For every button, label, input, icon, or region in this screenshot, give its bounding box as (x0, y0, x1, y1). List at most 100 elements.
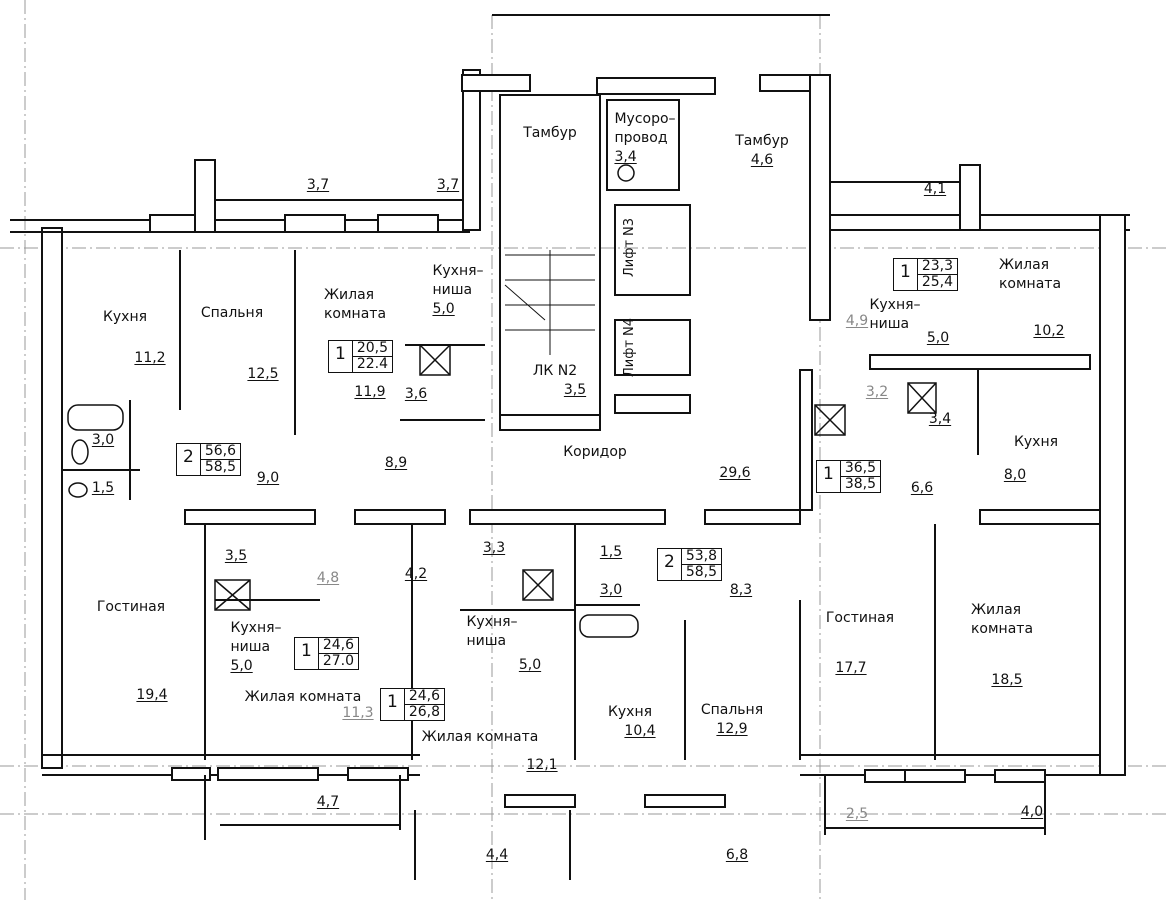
room-living-room-area: 19,4 (136, 686, 167, 705)
apartment-living-area: 36,5 (840, 461, 880, 477)
balcony-area: 3,7 (307, 176, 329, 195)
room-area: 3,6 (404, 386, 428, 402)
room-hall: 9,0 (257, 469, 279, 488)
apartment-living-area: 20,5 (352, 341, 392, 357)
room-living-area: 12,1 (526, 756, 557, 775)
room-living-area: 11,3 (342, 704, 373, 723)
room-bedroom-area: 12,5 (247, 365, 278, 384)
apartment-living-area: 24,6 (318, 638, 358, 654)
room-bedroom: Спальня (201, 304, 263, 323)
room-area: 5,0 (518, 657, 542, 673)
balcony-area-value: 4,4 (485, 847, 509, 863)
room-area: 3,5 (563, 382, 587, 398)
room-area: 9,0 (256, 470, 280, 486)
apartment-total-area: 58,5 (204, 459, 236, 475)
room-name: Жилая комната (323, 287, 387, 322)
room-name: Жилая комната (421, 729, 539, 745)
room-area: 3,2 (865, 384, 889, 400)
balcony-area-value: 4,0 (1020, 804, 1044, 820)
balcony-area: 2,5 (846, 805, 868, 824)
apartment-living-area: 24,6 (404, 689, 444, 705)
room-area: 4,8 (316, 570, 340, 586)
room-area: 1,5 (599, 544, 623, 560)
room-hall: 4,2 (405, 565, 427, 584)
room-living: Жилая комната (999, 256, 1061, 294)
room-living-area: 18,5 (991, 671, 1022, 690)
room-area: 18,5 (991, 672, 1023, 688)
room-area: 11,2 (134, 350, 166, 366)
room-living-room: Гостиная (97, 598, 165, 617)
apartment-total-area: 26,8 (408, 704, 440, 720)
room-area: 1,5 (91, 480, 115, 496)
room-kitchen-niche-area: 5,0 (519, 656, 541, 675)
balcony-area-value: 6,8 (725, 847, 749, 863)
room-area: 3,4 (928, 411, 952, 427)
lift-3-label: Лифт N3 (622, 217, 638, 278)
room-wc: 1,5 (600, 543, 622, 562)
room-area: 4,2 (404, 566, 428, 582)
balcony-area-value: 4,7 (316, 794, 340, 810)
room-living: Жилая комната (324, 286, 386, 324)
room-hall: 4,8 (317, 569, 339, 588)
room-living-room-area: 17,7 (835, 659, 866, 678)
room-area: 17,7 (835, 660, 867, 676)
room-area: 5,0 (432, 301, 455, 317)
balcony-area: 4,1 (924, 180, 946, 199)
room-area: 4,9 (845, 313, 869, 329)
room-bath: 3,0 (600, 581, 622, 600)
room-stairwell: ЛК N2 3,5 (524, 362, 586, 400)
room-area: 19,4 (136, 687, 168, 703)
room-name: Кухня (1013, 434, 1059, 450)
room-living-room: Гостиная (826, 609, 894, 628)
room-name: ЛК N2 (532, 363, 578, 379)
room-area: 6,6 (910, 480, 934, 496)
room-name: Кухня– ниша (466, 614, 518, 649)
apartment-total-area: 25,4 (921, 274, 953, 290)
room-area: 8,3 (729, 582, 753, 598)
apartment-rooms: 1 (295, 638, 319, 669)
balcony-area: 4,0 (1021, 803, 1043, 822)
room-area: 10,2 (1033, 323, 1065, 339)
room-name: Спальня (700, 702, 764, 718)
apartment-rooms: 1 (894, 259, 918, 290)
room-name: Кухня– ниша (869, 297, 921, 332)
apartment-living-area: 53,8 (681, 549, 721, 565)
room-name: Кухня– ниша (230, 620, 282, 655)
room-kitchen-area: 11,2 (134, 349, 165, 368)
apartment-total-area: 38,5 (844, 476, 876, 492)
room-name: Кухня (102, 309, 148, 325)
room-vestibule-left: Тамбур (523, 124, 577, 143)
room-area: 3,0 (91, 432, 115, 448)
balcony-area: 4,7 (317, 793, 339, 812)
fixtures (67, 164, 937, 638)
room-area: 3,5 (224, 548, 248, 564)
room-living-area: 10,2 (1033, 322, 1064, 341)
room-corridor: Коридор (563, 443, 627, 462)
room-bath: 3,0 (92, 431, 114, 450)
room-area: 12,1 (526, 757, 558, 773)
room-kitchen-niche: Кухня– ниша (869, 296, 920, 334)
room-living-area: 11,9 (354, 383, 385, 402)
room-hall: 8,9 (385, 454, 407, 473)
room-kitchen-niche-area: 5,0 (927, 329, 949, 348)
room-name: Кухня (607, 704, 653, 720)
room-name: Тамбур (735, 133, 789, 149)
room-name: Коридор (563, 444, 627, 460)
room-bathroom: 3,3 (483, 539, 505, 558)
room-bathroom: 3,5 (225, 547, 247, 566)
balcony-area-value: 4,1 (923, 181, 947, 197)
room-kitchen-niche: Кухня– ниша (466, 613, 517, 651)
room-living: Жилая комната (245, 688, 362, 707)
